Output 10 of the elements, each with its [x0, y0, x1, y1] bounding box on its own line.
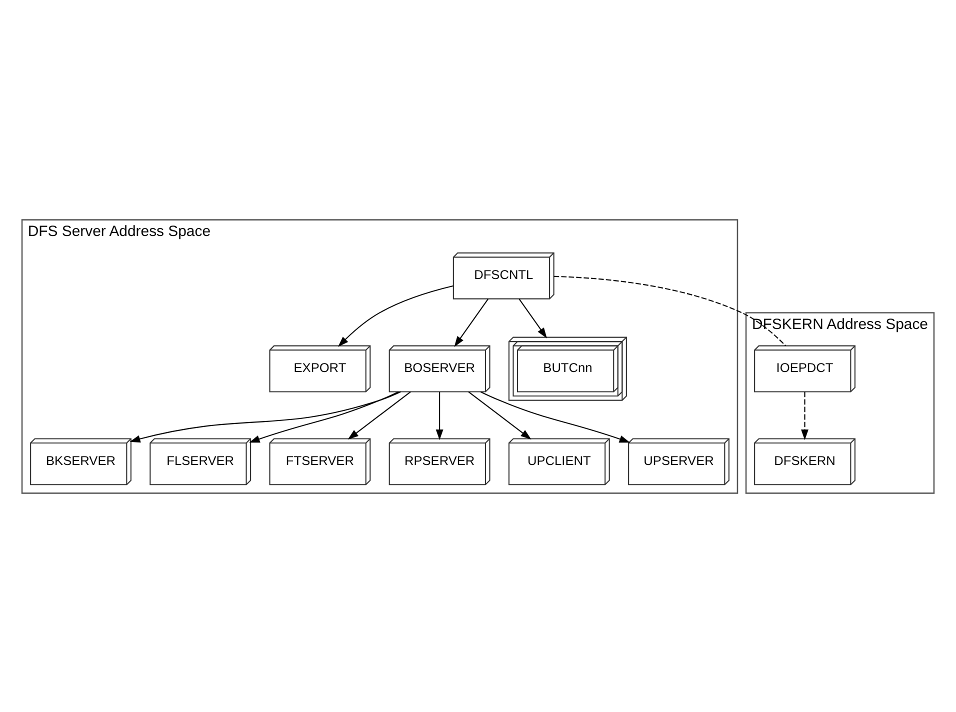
arrow [454, 298, 489, 346]
arrow [518, 298, 547, 338]
arrow [348, 390, 411, 440]
arrow [338, 284, 454, 346]
arrow [130, 390, 401, 442]
arrow [480, 390, 630, 442]
arrow [249, 390, 399, 442]
arrow [801, 391, 808, 440]
arrow [436, 391, 444, 440]
arrow [468, 390, 532, 440]
